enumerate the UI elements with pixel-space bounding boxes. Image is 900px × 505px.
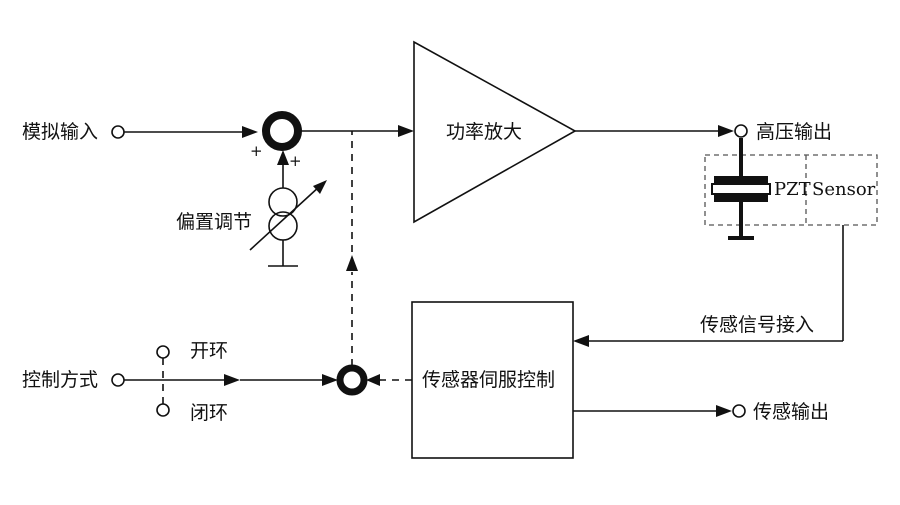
sensor-output-label: 传感输出 xyxy=(753,401,829,423)
closed-loop-port xyxy=(156,403,170,417)
closed-loop-label: 闭环 xyxy=(190,402,228,424)
control-mode-port xyxy=(111,373,125,387)
pzt-actuator-icon xyxy=(711,138,771,240)
servo-control-label: 传感器伺服控制 xyxy=(422,369,555,391)
plus-sign-left: + xyxy=(250,142,263,160)
power-amplifier xyxy=(413,40,577,224)
feedback-up-arrow xyxy=(346,255,358,271)
analog-input-label: 模拟输入 xyxy=(22,121,98,143)
sum-to-amp-arrow xyxy=(398,125,414,137)
pzt-label: PZT xyxy=(774,179,811,200)
open-loop-label: 开环 xyxy=(190,340,228,362)
bias-adjust-label: 偏置调节 xyxy=(176,211,252,233)
pzt-sensor-box xyxy=(704,154,878,226)
sensor-return-arrow xyxy=(573,335,589,347)
open-loop-port xyxy=(156,345,170,359)
servo-feedback-arrow xyxy=(366,374,380,386)
sensor-label: Sensor xyxy=(812,179,876,200)
input-arrow xyxy=(242,126,258,138)
control-mode-arrow-2 xyxy=(322,374,338,386)
control-mode-arrow-1 xyxy=(224,374,240,386)
servo-summing-junction xyxy=(336,364,368,396)
analog-input-port xyxy=(111,125,125,139)
control-mode-label: 控制方式 xyxy=(22,369,98,391)
bias-source-icon xyxy=(249,180,327,267)
plus-sign-right: + xyxy=(289,152,302,170)
hv-output-port xyxy=(734,124,748,138)
bias-arrow xyxy=(277,150,289,165)
servo-to-output-arrow xyxy=(716,405,732,417)
hv-output-label: 高压输出 xyxy=(756,121,832,143)
sensor-output-port xyxy=(732,404,746,418)
sensor-signal-in-label: 传感信号接入 xyxy=(700,314,814,336)
power-amp-label: 功率放大 xyxy=(446,121,522,143)
summing-junction xyxy=(262,111,302,151)
amp-to-output-arrow xyxy=(718,125,734,137)
